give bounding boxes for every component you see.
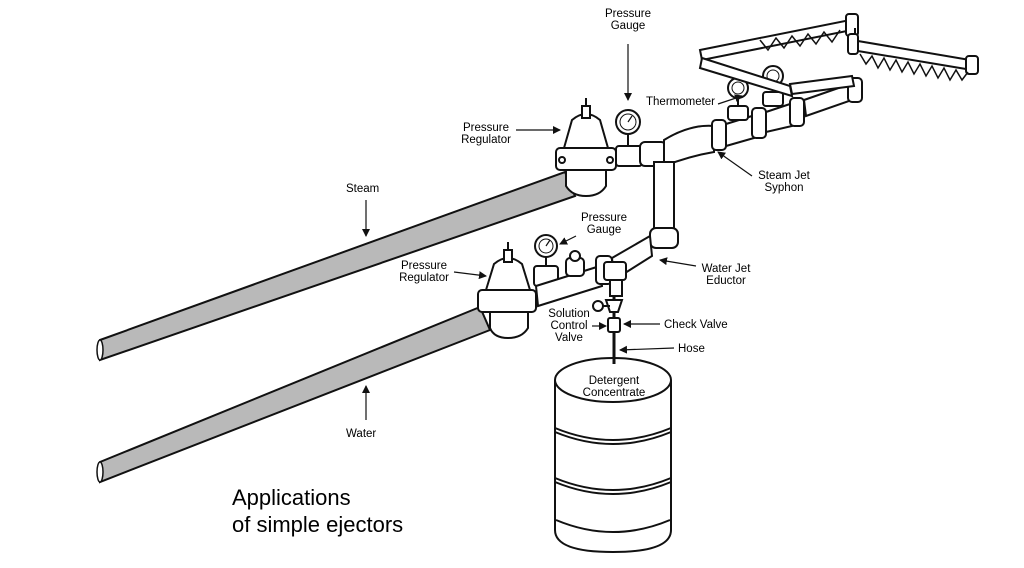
label-line: Valve xyxy=(555,332,583,344)
label-check-valve: Check Valve xyxy=(664,319,728,331)
label-line: Regulator xyxy=(461,134,511,146)
label-line: Solution xyxy=(548,308,590,320)
label-line: Gauge xyxy=(586,224,622,236)
label-detergent-concentrate: Detergent Concentrate xyxy=(571,375,657,399)
steam-pipe xyxy=(96,170,577,362)
label-line: Pressure xyxy=(604,8,652,20)
label-steam: Steam xyxy=(346,183,380,195)
label-line: Pressure xyxy=(400,260,448,272)
title-line: of simple ejectors xyxy=(232,512,404,537)
thermometer xyxy=(727,77,749,121)
pressure-regulator-lower xyxy=(477,242,537,340)
diagram-title: Applications of simple ejectors xyxy=(232,484,403,538)
label-pressure-gauge-mid: Pressure Gauge xyxy=(570,212,638,236)
label-pressure-regulator-top: Pressure Regulator xyxy=(452,122,520,146)
label-line: Eductor xyxy=(706,275,746,287)
label-line: Pressure xyxy=(462,122,510,134)
leader-arrows xyxy=(362,44,753,420)
label-solution-control-valve: Solution Control Valve xyxy=(538,308,600,344)
steam-jet-syphon xyxy=(639,77,863,249)
label-line: Water Jet xyxy=(701,263,751,275)
spray-header xyxy=(698,13,979,98)
label-pressure-gauge-top: Pressure Gauge xyxy=(594,8,662,32)
label-line: Steam Jet xyxy=(758,170,810,182)
label-line: Detergent xyxy=(588,375,640,387)
pressure-gauge-lower xyxy=(533,234,604,308)
label-line: Pressure xyxy=(580,212,628,224)
label-line: Syphon xyxy=(764,182,804,194)
label-water-jet-eductor: Water Jet Eductor xyxy=(690,263,762,287)
pressure-regulator-upper xyxy=(555,98,617,198)
label-line: Concentrate xyxy=(582,387,646,399)
label-thermometer: Thermometer xyxy=(646,96,716,108)
label-line: Gauge xyxy=(610,20,646,32)
label-pressure-regulator-mid: Pressure Regulator xyxy=(390,260,458,284)
label-hose: Hose xyxy=(678,343,705,355)
title-line: Applications xyxy=(232,485,351,510)
detergent-drum xyxy=(554,352,672,554)
label-steam-jet-syphon: Steam Jet Syphon xyxy=(748,170,820,194)
label-line: Regulator xyxy=(399,272,449,284)
pressure-gauge-upper xyxy=(615,109,643,167)
water-jet-eductor xyxy=(592,234,654,352)
label-water: Water xyxy=(346,428,377,440)
label-line: Control xyxy=(550,320,588,332)
